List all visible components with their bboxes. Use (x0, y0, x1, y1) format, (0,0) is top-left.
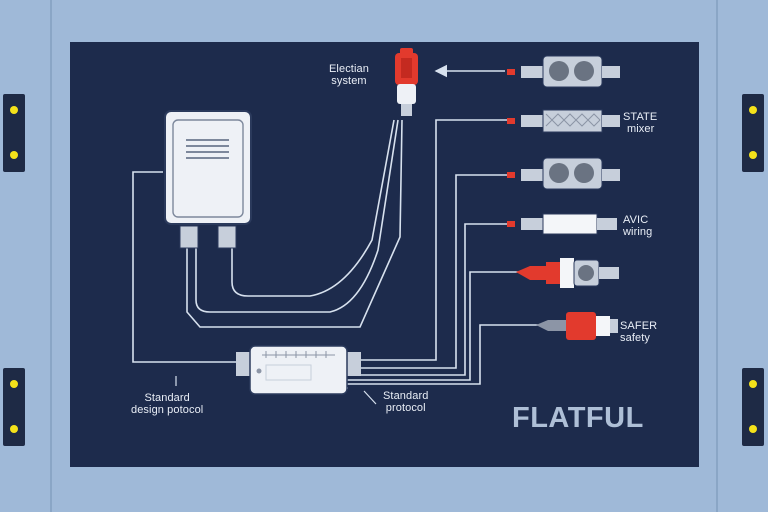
brand-wordmark: FLATFUL (512, 402, 644, 434)
connector-2 (507, 109, 620, 133)
connector-6 (536, 312, 618, 340)
right-rail (716, 0, 718, 512)
terminal-block-icon (236, 345, 361, 395)
connector-4 (507, 213, 617, 235)
mount-bracket-bottom-right (742, 368, 764, 446)
connector-1 (507, 55, 620, 88)
left-rail (50, 0, 52, 512)
connector-5 (516, 258, 619, 288)
mount-bracket-top-right (742, 94, 764, 172)
pointer-line (363, 390, 377, 405)
junction-box-icon (164, 110, 252, 249)
connector-3 (507, 157, 620, 190)
wire-bundle (132, 119, 538, 389)
plug-connector-icon (395, 48, 418, 116)
mount-bracket-bottom-left (3, 368, 25, 446)
mount-bracket-top-left (3, 94, 25, 172)
